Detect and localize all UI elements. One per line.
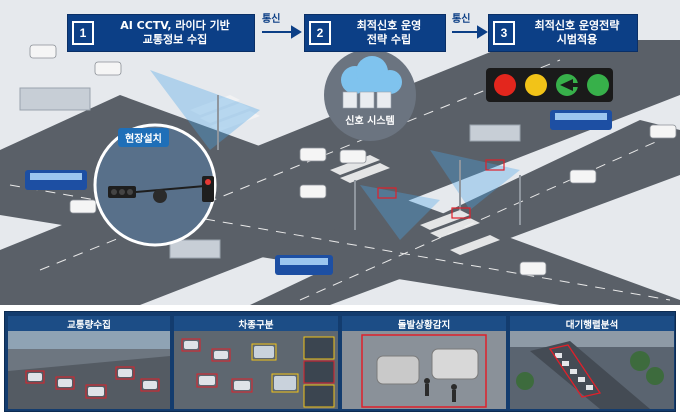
bus-bottom bbox=[275, 255, 333, 275]
bus-left bbox=[25, 170, 87, 190]
link-label-1: 통신 bbox=[262, 14, 281, 25]
queue-analysis-image bbox=[510, 331, 674, 409]
panel-incident-detection: 돌발상황감지 bbox=[342, 316, 506, 409]
panel-title: 돌발상황감지 bbox=[342, 316, 506, 331]
analysis-panels: 교통량수집 bbox=[4, 311, 676, 412]
step-2-text: 최적신호 운영 전략 수립 bbox=[356, 19, 422, 46]
panel-queue-analysis: 대기행렬분석 bbox=[510, 316, 674, 409]
step-2-number: 2 bbox=[309, 21, 331, 45]
step-1-box: 1 AI CCTV, 라이다 기반 교통정보 수집 bbox=[67, 14, 255, 52]
step-3-number: 3 bbox=[493, 21, 515, 45]
bus-right bbox=[550, 110, 612, 130]
panel-vehicle-type: 차종구분 bbox=[174, 316, 338, 409]
panel-traffic-volume: 교통량수집 bbox=[8, 316, 170, 409]
traffic-volume-image bbox=[8, 331, 170, 409]
panel-title: 교통량수집 bbox=[8, 316, 170, 331]
intersection-scene: 1 AI CCTV, 라이다 기반 교통정보 수집 2 최적신호 운영 전략 수… bbox=[0, 0, 680, 305]
vehicle-type-image bbox=[174, 331, 338, 409]
step-2-box: 2 최적신호 운영 전략 수립 bbox=[304, 14, 446, 52]
step-3-text: 최적신호 운영전략 시범적용 bbox=[534, 19, 620, 46]
step-1-text: AI CCTV, 라이다 기반 교통정보 수집 bbox=[120, 19, 230, 46]
panel-title: 대기행렬분석 bbox=[510, 316, 674, 331]
signal-system-label: 신호 시스템 bbox=[345, 116, 395, 127]
panel-title: 차종구분 bbox=[174, 316, 338, 331]
incident-detection-image bbox=[342, 331, 506, 409]
step-3-box: 3 최적신호 운영전략 시범적용 bbox=[488, 14, 638, 52]
link-label-2: 통신 bbox=[452, 14, 471, 25]
site-install-label: 현장설치 bbox=[118, 128, 169, 147]
step-1-number: 1 bbox=[72, 21, 94, 45]
